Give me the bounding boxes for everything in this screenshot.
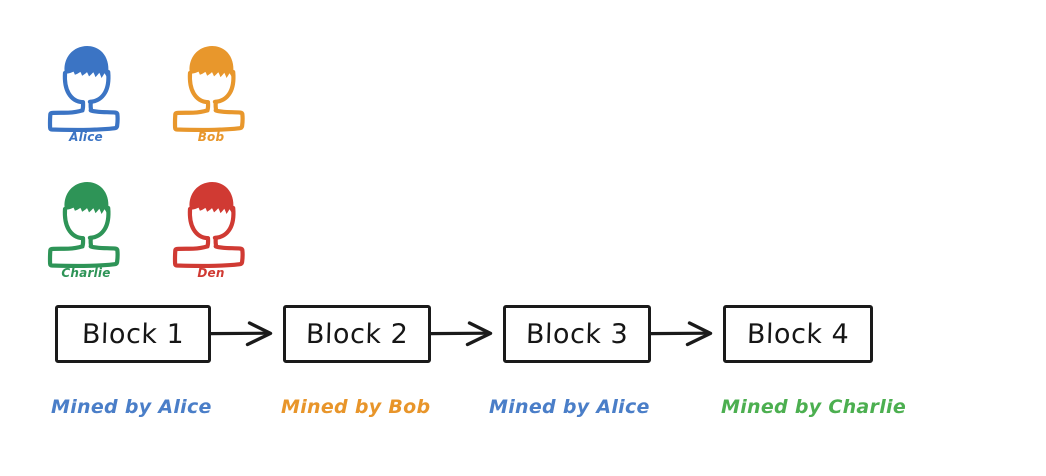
block-label: Block 3 [525, 318, 629, 350]
miner-caption-block-2: Mined by Bob [281, 396, 431, 418]
person-avatar-icon [163, 34, 259, 133]
avatar-face-left [62, 206, 85, 241]
avatar-shoulders [47, 244, 120, 269]
block-4[interactable]: Block 4 [723, 305, 873, 363]
avatar-face-right [212, 205, 236, 240]
person-label: Den [197, 266, 225, 280]
person-label: Charlie [61, 266, 111, 280]
person-den[interactable]: Den [163, 170, 259, 280]
person-label: Alice [69, 130, 103, 144]
avatar-shoulders [172, 244, 245, 269]
avatar-face-right [87, 69, 111, 104]
avatar-face-left [187, 206, 210, 241]
avatar-shoulders [172, 108, 245, 133]
person-avatar-icon [38, 170, 134, 269]
person-bob[interactable]: Bob [163, 34, 259, 144]
avatar-hair [189, 182, 234, 216]
avatar-hair [64, 182, 109, 216]
block-label: Block 4 [746, 318, 850, 350]
block-3[interactable]: Block 3 [503, 305, 651, 363]
person-alice[interactable]: Alice [38, 34, 134, 144]
person-charlie[interactable]: Charlie [38, 170, 134, 280]
avatar-face-right [212, 69, 236, 104]
person-label: Bob [197, 130, 225, 144]
avatar-face-left [187, 70, 210, 105]
avatar-hair [64, 46, 109, 80]
miner-caption-block-3: Mined by Alice [489, 396, 650, 418]
avatar-shoulders [47, 108, 120, 133]
block-1[interactable]: Block 1 [55, 305, 211, 363]
arrow-right-icon [208, 320, 283, 348]
person-avatar-icon [163, 170, 259, 269]
avatar-face-right [87, 205, 111, 240]
arrow-right-icon [428, 320, 503, 348]
miner-caption-block-1: Mined by Alice [51, 396, 212, 418]
person-avatar-icon [38, 34, 134, 133]
avatar-hair [189, 46, 234, 80]
block-label: Block 1 [81, 318, 185, 350]
miner-caption-block-4: Mined by Charlie [721, 396, 907, 418]
block-label: Block 2 [305, 318, 409, 350]
arrow-right-icon [648, 320, 723, 348]
avatar-face-left [62, 70, 85, 105]
block-2[interactable]: Block 2 [283, 305, 431, 363]
